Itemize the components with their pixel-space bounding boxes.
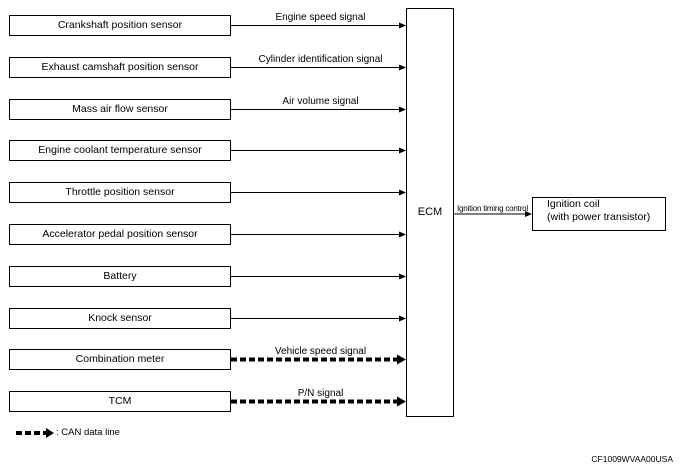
ecm-box: ECM bbox=[406, 8, 454, 417]
signal-label: P/N signal bbox=[297, 387, 344, 399]
figure-code: CF1009WVAA00USA bbox=[591, 454, 673, 464]
wire-arrowhead bbox=[399, 106, 406, 113]
wire-arrowhead bbox=[399, 22, 406, 29]
legend-label: : CAN data line bbox=[56, 427, 120, 438]
wire-arrowhead bbox=[397, 396, 406, 407]
wire-arrowhead bbox=[399, 273, 406, 280]
sensor-label: Accelerator pedal position sensor bbox=[42, 228, 198, 241]
sensor-box: Crankshaft position sensor bbox=[9, 15, 231, 36]
ecm-label: ECM bbox=[417, 205, 443, 218]
ignition-coil-line1: Ignition coil bbox=[547, 198, 600, 210]
sensor-label: Exhaust camshaft position sensor bbox=[41, 61, 199, 74]
wire-arrowhead bbox=[399, 189, 406, 196]
signal-label: Vehicle speed signal bbox=[274, 345, 367, 357]
wire-arrowhead bbox=[397, 354, 406, 365]
sensor-box: Accelerator pedal position sensor bbox=[9, 224, 231, 245]
can-data-line-legend-icon bbox=[16, 427, 54, 438]
ignition-coil-box: Ignition coil (with power transistor) bbox=[532, 197, 666, 231]
sensor-box: Throttle position sensor bbox=[9, 182, 231, 203]
sensor-box: Engine coolant temperature sensor bbox=[9, 140, 231, 161]
sensor-label: Mass air flow sensor bbox=[72, 103, 168, 116]
ignition-timing-control-label: Ignition timing control bbox=[457, 204, 528, 213]
sensor-label: TCM bbox=[108, 395, 132, 408]
wire-arrowhead bbox=[399, 231, 406, 238]
legend: : CAN data line bbox=[16, 427, 120, 438]
sensor-label: Crankshaft position sensor bbox=[57, 19, 183, 32]
sensor-label: Engine coolant temperature sensor bbox=[38, 144, 202, 157]
sensor-box: TCM bbox=[9, 391, 231, 412]
sensor-box: Knock sensor bbox=[9, 308, 231, 329]
signal-label: Engine speed signal bbox=[275, 11, 366, 23]
signal-label: Air volume signal bbox=[282, 95, 359, 107]
sensor-label: Battery bbox=[103, 270, 137, 283]
wire-arrowhead bbox=[399, 315, 406, 322]
wire-arrowhead bbox=[399, 147, 406, 154]
ignition-coil-line2: (with power transistor) bbox=[547, 211, 651, 223]
sensor-box: Battery bbox=[9, 266, 231, 287]
wire-arrowhead bbox=[399, 64, 406, 71]
sensor-box: Combination meter bbox=[9, 349, 231, 370]
sensor-label: Knock sensor bbox=[88, 312, 152, 325]
sensor-box: Mass air flow sensor bbox=[9, 99, 231, 120]
signal-label: Cylinder identification signal bbox=[258, 53, 383, 65]
sensor-label: Throttle position sensor bbox=[65, 186, 175, 199]
sensor-label: Combination meter bbox=[75, 353, 165, 366]
wire-arrowhead bbox=[525, 211, 532, 217]
sensor-box: Exhaust camshaft position sensor bbox=[9, 57, 231, 78]
